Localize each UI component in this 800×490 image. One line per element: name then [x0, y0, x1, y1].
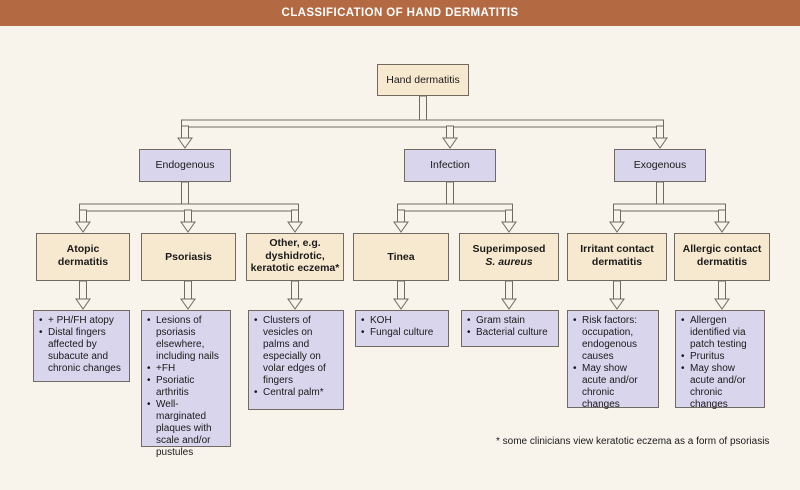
connector-endogenous-stem — [181, 181, 189, 206]
detail-saureus-item: Bacterial culture — [466, 327, 554, 339]
node-infection-label: Infection — [430, 159, 470, 172]
node-tinea-label: Tinea — [387, 250, 415, 263]
node-atopic-line-1: Atopic — [66, 243, 100, 255]
detail-tinea: KOH Fungal culture — [355, 310, 449, 347]
connector-detail-other-arrowhead — [287, 298, 303, 310]
detail-allergic-item: May show acute and/or chronic changes — [680, 363, 760, 411]
connector-detail-irritant-stem — [613, 280, 621, 300]
connector-detail-tinea-arrowhead — [393, 298, 409, 310]
diagram-title: CLASSIFICATION OF HAND DERMATITIS — [0, 0, 800, 26]
node-allergic-line-1: Allergic contact — [682, 243, 762, 255]
detail-saureus: Gram stain Bacterial culture — [461, 310, 559, 347]
connector-infection-arrowhead — [393, 221, 409, 233]
connector-detail-psoriasis-arrowhead — [180, 298, 196, 310]
connector-exogenous-arrowhead — [714, 221, 730, 233]
connector-infection-drop — [397, 209, 405, 223]
node-hand-dermatitis-label: Hand dermatitis — [386, 73, 460, 86]
node-saureus-organism: S. aureus — [485, 255, 533, 268]
node-psoriasis: Psoriasis — [141, 233, 236, 281]
connector-infection-drop — [505, 209, 513, 223]
node-atopic-line-2: dermatitis — [57, 255, 109, 268]
detail-atopic-item: + PH/FH atopy — [38, 315, 125, 327]
connector-endogenous-drop — [79, 209, 87, 223]
detail-irritant-item: Risk factors: occupation, endogenous cau… — [572, 315, 654, 363]
detail-psoriasis: Lesions of psoriasis elsewhere, includin… — [141, 310, 231, 458]
node-other-line-2: dyshidrotic, — [265, 249, 325, 262]
connector-root-drop — [656, 125, 664, 139]
node-allergic-contact-dermatitis: Allergic contact dermatitis — [674, 233, 770, 281]
detail-other-item: Central palm* — [253, 387, 339, 399]
connector-root-arrowhead — [442, 137, 458, 149]
connector-root-arrowhead — [652, 137, 668, 149]
connector-detail-atopic-arrowhead — [75, 298, 91, 310]
connector-root-arrowhead — [177, 137, 193, 149]
node-saureus-prefix: Superimposed — [472, 243, 546, 255]
detail-allergic: Allergen identified via patch testing Pr… — [675, 310, 765, 411]
detail-irritant-item: May show acute and/or chronic changes — [572, 363, 654, 411]
connector-detail-tinea-stem — [397, 280, 405, 300]
node-infection: Infection — [404, 149, 496, 182]
node-superimposed-s-aureus: Superimposed S. aureus — [459, 233, 559, 281]
connector-detail-psoriasis-stem — [184, 280, 192, 300]
detail-tinea-item: KOH — [360, 315, 444, 327]
footnote: * some clinicians view keratotic eczema … — [496, 436, 770, 447]
connector-exogenous-bus — [613, 203, 726, 212]
connector-detail-atopic-stem — [79, 280, 87, 300]
node-endogenous-label: Endogenous — [155, 159, 215, 172]
connector-exogenous-stem — [656, 181, 664, 206]
connector-exogenous-drop — [718, 209, 726, 223]
connector-detail-irritant-arrowhead — [609, 298, 625, 310]
detail-allergic-item: Allergen identified via patch testing — [680, 315, 760, 351]
connector-root-stem — [419, 95, 427, 122]
detail-psoriasis-item: Lesions of psoriasis elsewhere, includin… — [146, 315, 226, 363]
node-allergic-line-2: dermatitis — [696, 255, 748, 268]
connector-infection-bus — [397, 203, 513, 212]
node-atopic-dermatitis: Atopic dermatitis — [36, 233, 130, 281]
node-tinea: Tinea — [353, 233, 449, 281]
connector-infection-arrowhead — [501, 221, 517, 233]
node-hand-dermatitis: Hand dermatitis — [377, 64, 469, 96]
detail-irritant: Risk factors: occupation, endogenous cau… — [567, 310, 659, 411]
connector-detail-saureus-stem — [505, 280, 513, 300]
detail-psoriasis-item: Well-marginated plaques with scale and/o… — [146, 399, 226, 459]
detail-psoriasis-item: Psoriatic arthritis — [146, 375, 226, 399]
node-psoriasis-label: Psoriasis — [165, 250, 212, 263]
detail-other-item: Clusters of vesicles on palms and especi… — [253, 315, 339, 387]
connector-endogenous-drop — [184, 209, 192, 223]
detail-psoriasis-item: +FH — [146, 363, 226, 375]
connector-detail-saureus-arrowhead — [501, 298, 517, 310]
connector-exogenous-drop — [613, 209, 621, 223]
connector-root-bus — [181, 119, 664, 128]
node-other-line-3: keratotic eczema* — [250, 262, 340, 274]
node-exogenous: Exogenous — [614, 149, 706, 182]
node-other-line-1: Other, e.g. — [269, 237, 321, 249]
detail-other: Clusters of vesicles on palms and especi… — [248, 310, 344, 410]
connector-exogenous-arrowhead — [609, 221, 625, 233]
node-irritant-line-2: dermatitis — [591, 255, 643, 268]
connector-endogenous-arrowhead — [75, 221, 91, 233]
node-endogenous: Endogenous — [139, 149, 231, 182]
node-exogenous-label: Exogenous — [633, 159, 687, 172]
connector-detail-allergic-arrowhead — [714, 298, 730, 310]
node-irritant-contact-dermatitis: Irritant contact dermatitis — [567, 233, 667, 281]
detail-allergic-item: Pruritus — [680, 351, 760, 363]
connector-detail-other-stem — [291, 280, 299, 300]
connector-root-drop — [446, 125, 454, 139]
connector-endogenous-arrowhead — [180, 221, 196, 233]
detail-atopic-item: Distal fingers affected by subacute and … — [38, 327, 125, 375]
connector-endogenous-drop — [291, 209, 299, 223]
detail-atopic: + PH/FH atopy Distal fingers affected by… — [33, 310, 130, 382]
node-other-eczema: Other, e.g. dyshidrotic, keratotic eczem… — [246, 233, 344, 281]
connector-infection-stem — [446, 181, 454, 206]
connector-root-drop — [181, 125, 189, 139]
detail-saureus-item: Gram stain — [466, 315, 554, 327]
detail-tinea-item: Fungal culture — [360, 327, 444, 339]
node-irritant-line-1: Irritant contact — [580, 243, 654, 255]
connector-detail-allergic-stem — [718, 280, 726, 300]
connector-endogenous-arrowhead — [287, 221, 303, 233]
